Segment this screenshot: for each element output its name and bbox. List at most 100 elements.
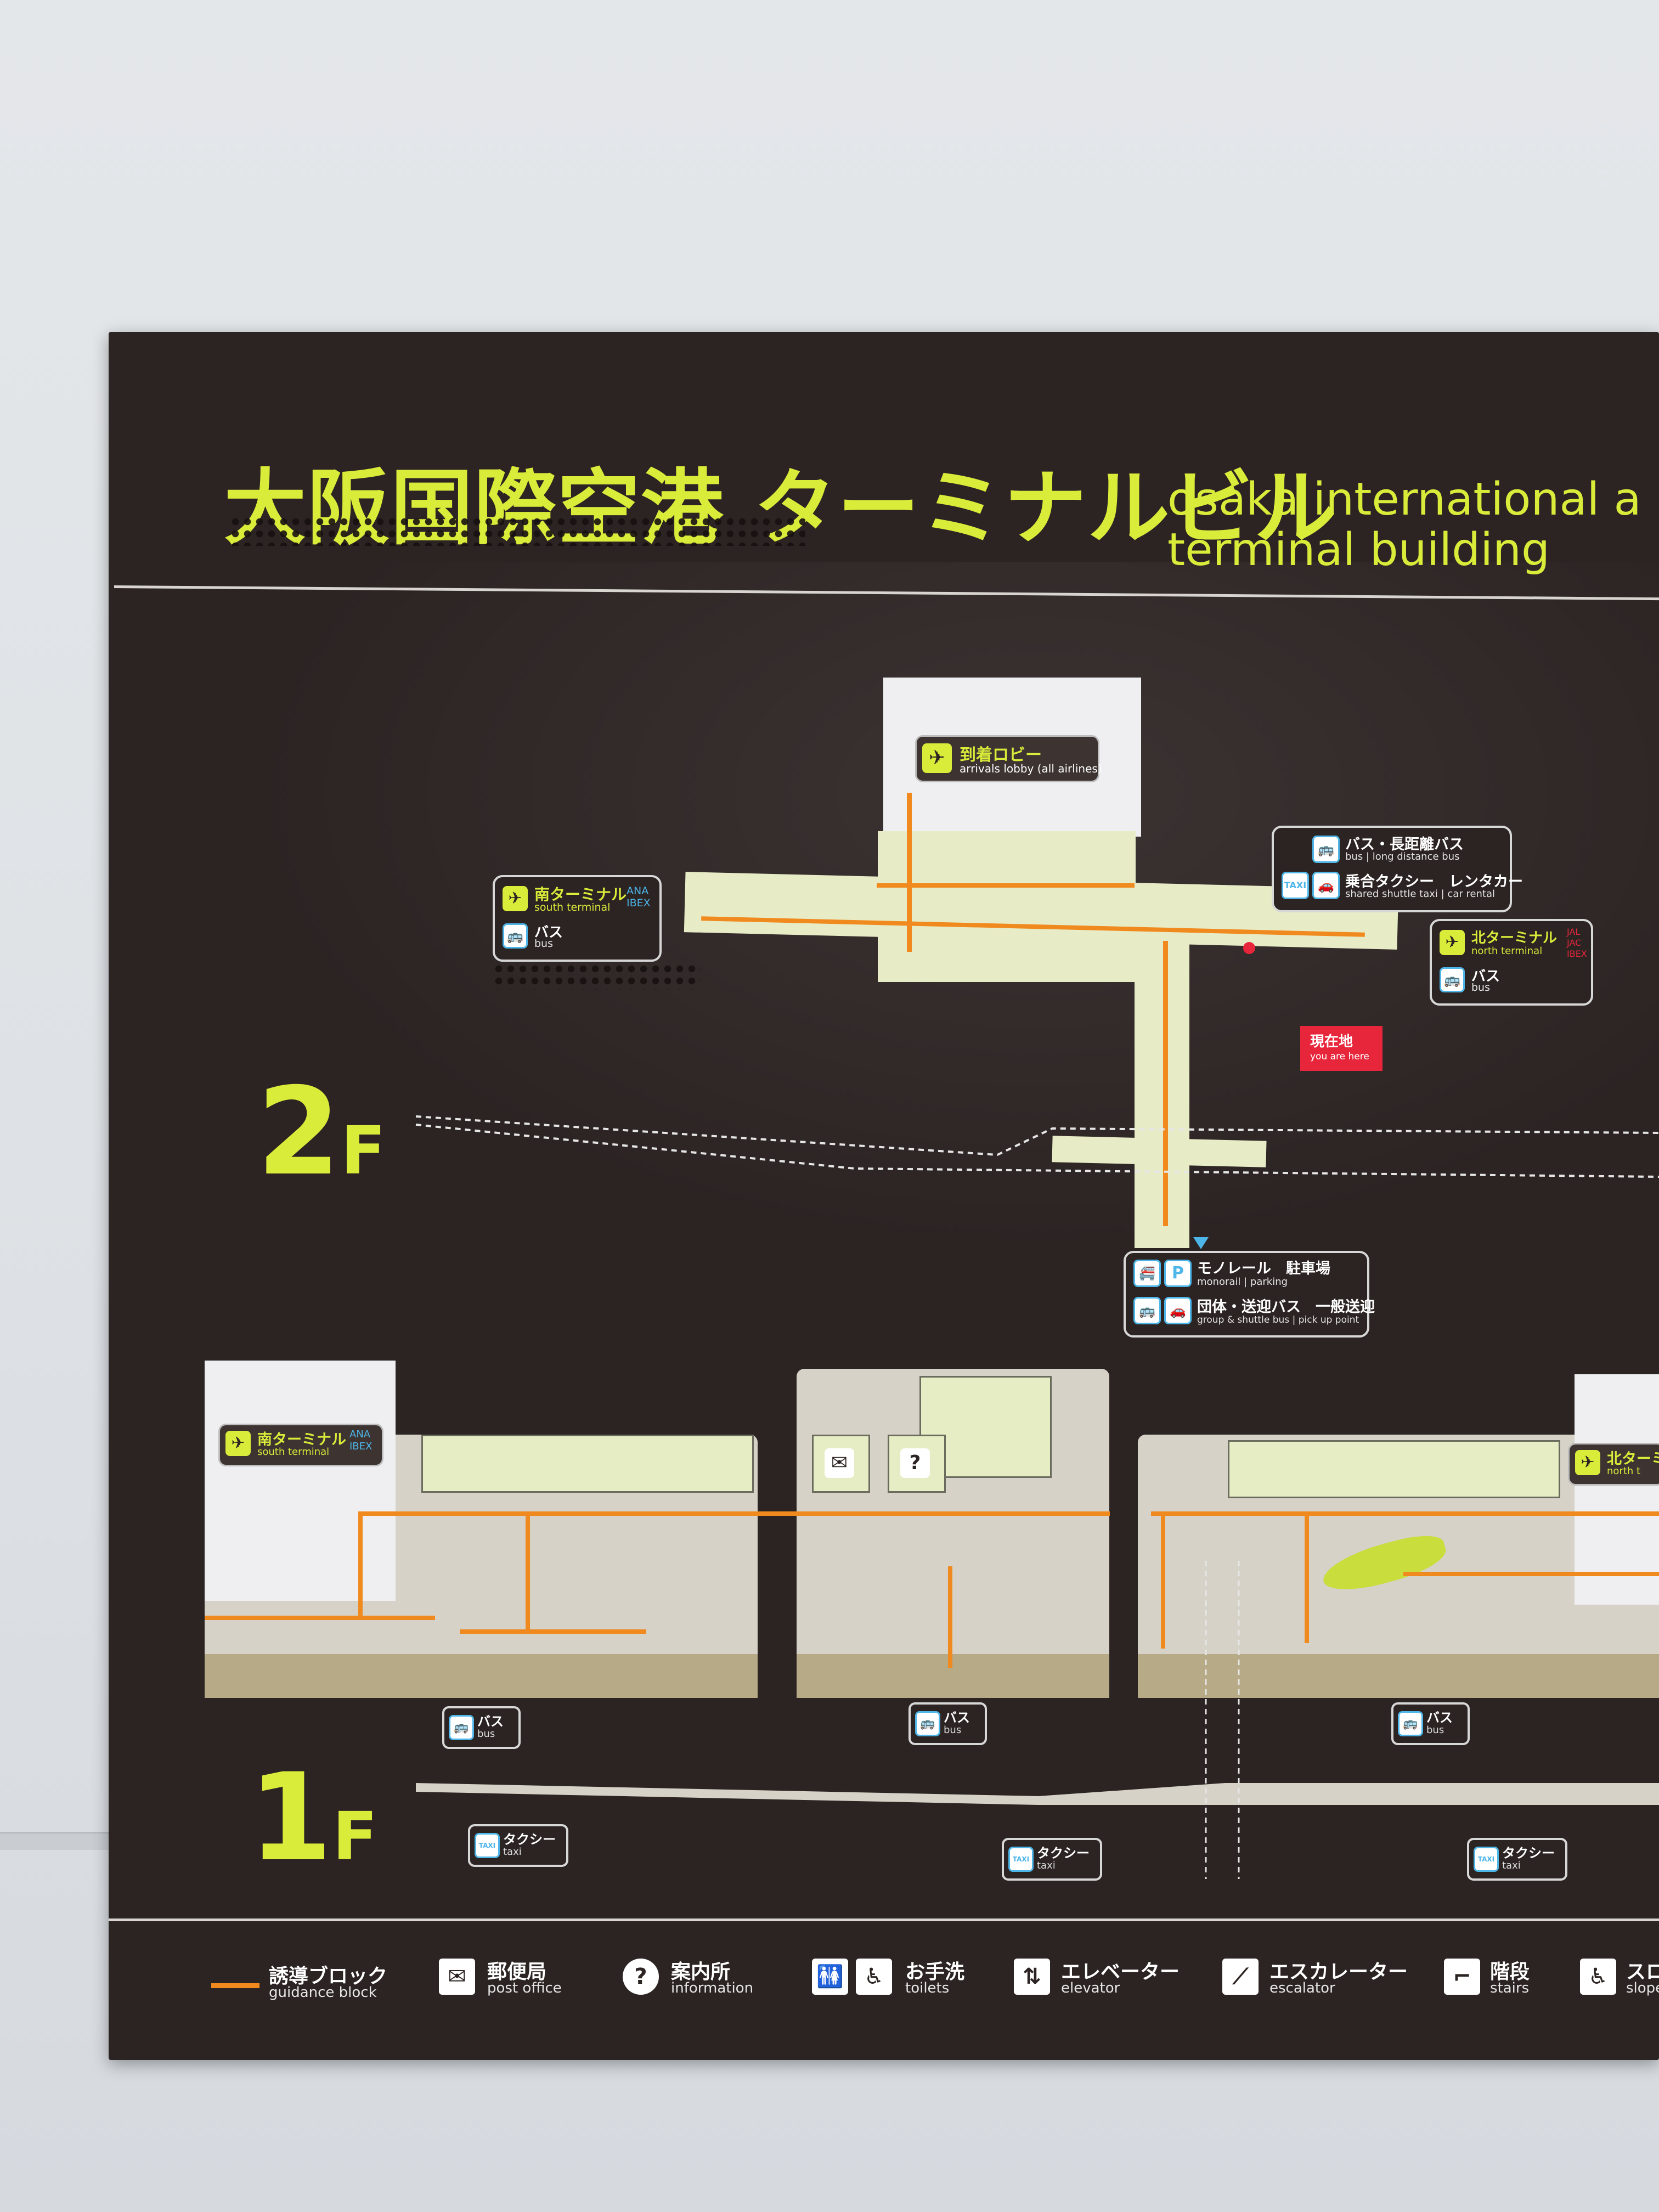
plane-icon: ✈ bbox=[503, 886, 528, 911]
south-terminal-jp: 南ターミナル bbox=[534, 885, 627, 904]
you-are-here-marker bbox=[1243, 942, 1255, 954]
floor-2-number: 2 bbox=[257, 1062, 341, 1202]
south-1f-en: south terminal bbox=[257, 1446, 330, 1458]
south-bus-en: bus bbox=[534, 938, 554, 950]
shuttle-en: shared shuttle taxi | car rental bbox=[1345, 888, 1496, 900]
guidance-route bbox=[1403, 1572, 1659, 1576]
arrivals-en: arrivals lobby (all airlines) bbox=[960, 762, 1102, 775]
floor-label-2f: 2F bbox=[257, 1062, 386, 1202]
legend-en: escalator bbox=[1269, 1980, 1335, 1996]
2f-south-corridor bbox=[1135, 941, 1189, 1248]
legend-guidance-block: 誘導ブロック guidance block bbox=[211, 1950, 392, 2001]
monorail-jp: モノレール 駐車場 bbox=[1197, 1260, 1330, 1277]
legend-jp: 郵便局 bbox=[487, 1961, 547, 1983]
toilet-icon: 🚻 bbox=[812, 1959, 848, 1995]
1f-center-curb bbox=[797, 1654, 1109, 1698]
floor-1-number: 1 bbox=[249, 1747, 333, 1888]
stairs-icon: ⌐ bbox=[1444, 1959, 1480, 1995]
guidance-route bbox=[1163, 941, 1168, 1226]
floor-1-suffix: F bbox=[332, 1799, 378, 1875]
arrivals-lobby-label: ✈ 到着ロビー arrivals lobby (all airlines) bbox=[915, 735, 1102, 782]
envelope-icon: ✉ bbox=[439, 1959, 475, 1995]
legend-stairs: ⌐ 階段 stairs bbox=[1444, 1950, 1532, 2000]
title-english: osaka international a terminal building bbox=[1167, 475, 1641, 575]
guidance-line bbox=[211, 1983, 259, 1988]
legend-en: stairs bbox=[1490, 1980, 1530, 1996]
terminal-map-board: 大阪国際空港 ターミナルビル osaka international a ter… bbox=[109, 332, 1659, 2060]
bus-long-jp: バス・長距離バス bbox=[1345, 836, 1464, 853]
north-terminal-jp: 北ターミナル bbox=[1471, 930, 1558, 946]
legend-en: toilets bbox=[905, 1980, 950, 1996]
bus-label-1f-3: 🚌 バス bus bbox=[1391, 1702, 1470, 1745]
legend-jp: 案内所 bbox=[671, 1961, 731, 1983]
north-terminal-sign-2f: ✈ 北ターミナル north terminal JAL JAC IBEX 🚌 バ… bbox=[1430, 919, 1593, 1006]
arrivals-jp: 到着ロビー bbox=[960, 746, 1042, 765]
legend-en: slope bbox=[1626, 1980, 1659, 1996]
taxi-en: taxi bbox=[503, 1846, 522, 1858]
legend-en: guidance block bbox=[269, 1984, 377, 2001]
taxi-jp: タクシー bbox=[503, 1832, 556, 1847]
taxi-label-1f-1: TAXI タクシー taxi bbox=[468, 1824, 568, 1867]
1f-north-counter bbox=[1228, 1440, 1560, 1498]
taxi-en: taxi bbox=[1502, 1860, 1521, 1871]
guidance-route bbox=[358, 1511, 967, 1516]
question-icon: ? bbox=[900, 1448, 930, 1478]
title-english-line2: terminal building bbox=[1167, 524, 1550, 576]
bus-jp: バス bbox=[944, 1710, 970, 1725]
monorail-icon: 🚝 bbox=[1133, 1260, 1161, 1287]
elevator-icon: ⇅ bbox=[1014, 1959, 1050, 1995]
guidance-route bbox=[205, 1616, 435, 1620]
monorail-en: monorail | parking bbox=[1197, 1276, 1288, 1288]
shuttle-jp: 乗合タクシー レンタカー bbox=[1345, 873, 1523, 890]
long-distance-bus-icon: 🚌 bbox=[1312, 836, 1340, 863]
you-are-here-en: you are here bbox=[1310, 1051, 1369, 1062]
taxi-jp: タクシー bbox=[1037, 1846, 1090, 1861]
plane-icon: ✈ bbox=[1440, 930, 1465, 955]
guidance-route bbox=[358, 1511, 363, 1618]
1f-south-counter bbox=[421, 1435, 754, 1493]
guidance-route bbox=[948, 1566, 952, 1668]
dashed-connectors bbox=[415, 1115, 1659, 1879]
bus-shuttle-sign-2f: 🚌 バス・長距離バス bus | long distance bus TAXI … bbox=[1272, 826, 1523, 912]
legend-jp: エスカレーター bbox=[1269, 1961, 1408, 1983]
group-bus-en: group & shuttle bus | pick up point bbox=[1197, 1314, 1359, 1325]
braille-title bbox=[229, 516, 805, 546]
bus-long-en: bus | long distance bus bbox=[1345, 851, 1460, 862]
taxi-label-1f-3: TAXI タクシー taxi bbox=[1467, 1838, 1567, 1881]
south-terminal-sign-2f: ✈ 南ターミナル south terminal ANA IBEX 🚌 バス bu… bbox=[493, 875, 662, 962]
guidance-route bbox=[460, 1629, 646, 1634]
south-terminal-en: south terminal bbox=[534, 901, 611, 913]
plane-icon: ✈ bbox=[225, 1431, 251, 1456]
guidance-route bbox=[1161, 1511, 1165, 1649]
bus-label-1f-1: 🚌 バス bus bbox=[442, 1706, 521, 1749]
escalator-icon: ⟋ bbox=[1222, 1959, 1259, 1995]
guidance-route bbox=[907, 793, 912, 952]
south-bus-jp: バス bbox=[534, 924, 563, 941]
north-terminal-sign-1f: ✈ 北ターミナル north t bbox=[1568, 1443, 1659, 1486]
title-english-line1: osaka international a bbox=[1167, 473, 1641, 526]
south-terminal-airlines: ANA IBEX bbox=[627, 885, 651, 909]
legend-slope: ♿ スロ slope bbox=[1580, 1950, 1659, 2000]
legend-en: elevator bbox=[1061, 1980, 1120, 1996]
monorail-parking-sign: 🚝 P モノレール 駐車場 monorail | parking 🚌 🚗 団体・… bbox=[1124, 1251, 1375, 1338]
north-terminal-1f-area bbox=[1575, 1374, 1659, 1605]
wheelchair-icon: ♿ bbox=[856, 1959, 892, 1995]
bus-icon: 🚌 bbox=[503, 923, 528, 949]
north-terminal-en: north terminal bbox=[1471, 945, 1543, 957]
bus-icon: 🚌 bbox=[915, 1711, 940, 1736]
north-bus-jp: バス bbox=[1471, 968, 1500, 985]
legend-post-office: ✉ 郵便局 post office bbox=[439, 1950, 598, 2000]
bus-en: bus bbox=[944, 1724, 962, 1736]
bus-label-1f-2: 🚌 バス bus bbox=[909, 1702, 987, 1745]
taxi-icon: TAXI bbox=[1008, 1847, 1034, 1872]
south-terminal-sign-1f: ✈ 南ターミナル south terminal ANA IBEX bbox=[218, 1424, 383, 1466]
legend-jp: エレベーター bbox=[1061, 1961, 1180, 1983]
bus-icon: 🚌 bbox=[449, 1715, 474, 1740]
car-rental-icon: 🚗 bbox=[1312, 872, 1340, 899]
parking-icon: P bbox=[1164, 1260, 1192, 1287]
floor-label-1f: 1F bbox=[249, 1747, 377, 1888]
bus-en: bus bbox=[1426, 1724, 1444, 1736]
1f-south-curb bbox=[205, 1654, 758, 1698]
south-1f-jp: 南ターミナル bbox=[257, 1431, 346, 1448]
guidance-route bbox=[526, 1511, 530, 1629]
